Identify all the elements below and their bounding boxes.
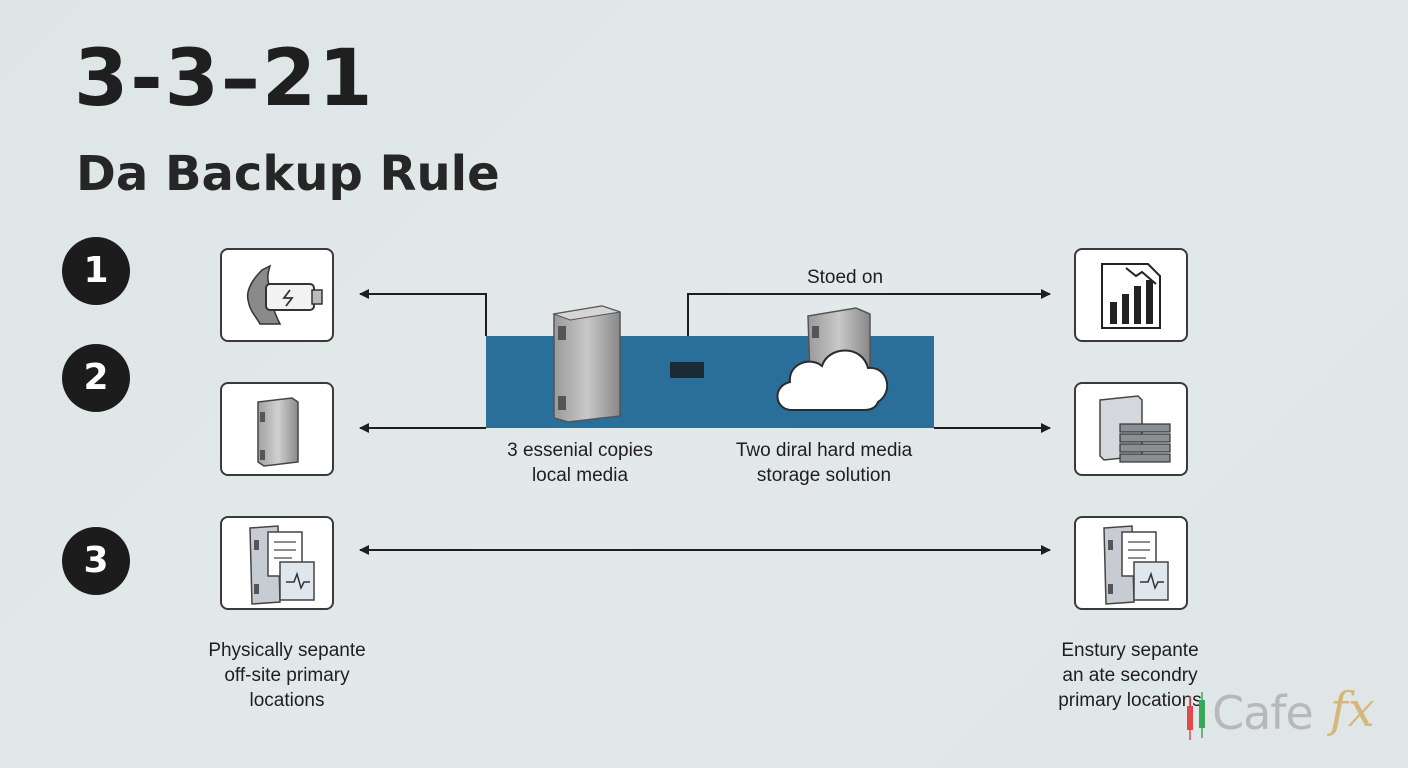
cloud-server-icon bbox=[776, 307, 888, 411]
bottom-right-line-1: Enstury sepante bbox=[1061, 640, 1199, 661]
bottom-left-line-3: locations bbox=[249, 690, 325, 711]
stacked-drives-icon bbox=[1099, 395, 1171, 463]
bottom-left-line-2: off-site primary bbox=[224, 665, 350, 686]
stacked-drives-box bbox=[1074, 382, 1188, 476]
server-documents-icon bbox=[249, 525, 315, 605]
server-docs-box-left bbox=[220, 516, 334, 610]
chart-doc-box bbox=[1074, 248, 1188, 342]
server-documents-icon bbox=[1103, 525, 1169, 605]
watermark-logo: Cafe fx bbox=[1184, 682, 1396, 748]
center-right-line-2: storage solution bbox=[756, 465, 892, 486]
title-sub: Da Backup Rule bbox=[76, 146, 500, 202]
usb-drive-icon bbox=[246, 264, 323, 325]
watermark-text: Cafe bbox=[1212, 686, 1314, 740]
center-left-label: 3 essenial copies local media bbox=[470, 438, 690, 488]
center-right-line-1: Two diral hard media bbox=[735, 440, 913, 461]
bottom-right-label: Enstury sepante an ate secondry primary … bbox=[1020, 638, 1240, 713]
step-badge-3: 3 bbox=[62, 527, 130, 595]
connector-block bbox=[670, 362, 704, 378]
usb-drive-box bbox=[220, 248, 334, 342]
external-drive-box bbox=[220, 382, 334, 476]
bottom-left-label: Physically sepante off-site primary loca… bbox=[172, 638, 402, 713]
bottom-left-line-1: Physically sepante bbox=[208, 640, 366, 661]
step-badge-1: 1 bbox=[62, 237, 130, 305]
watermark-accent: fx bbox=[1330, 682, 1375, 738]
bar-chart-document-icon bbox=[1101, 263, 1161, 329]
candlestick-icon bbox=[1187, 692, 1205, 740]
server-docs-box-right bbox=[1074, 516, 1188, 610]
bottom-right-line-2: an ate secondry bbox=[1062, 665, 1198, 686]
title-main: 3-3–21 bbox=[74, 34, 375, 124]
center-left-line-2: local media bbox=[531, 465, 629, 486]
arrow-row1-right bbox=[687, 289, 1051, 336]
center-left-line-1: 3 essenial copies bbox=[507, 440, 653, 461]
center-right-label: Two diral hard media storage solution bbox=[704, 438, 944, 488]
server-tower-icon bbox=[552, 305, 621, 423]
stored-on-label: Stoed on bbox=[806, 267, 884, 288]
step-badge-2: 2 bbox=[62, 344, 130, 412]
arrow-row1-left bbox=[359, 289, 487, 336]
bottom-right-line-3: primary locations bbox=[1058, 690, 1202, 711]
external-hard-drive-icon bbox=[257, 397, 299, 467]
